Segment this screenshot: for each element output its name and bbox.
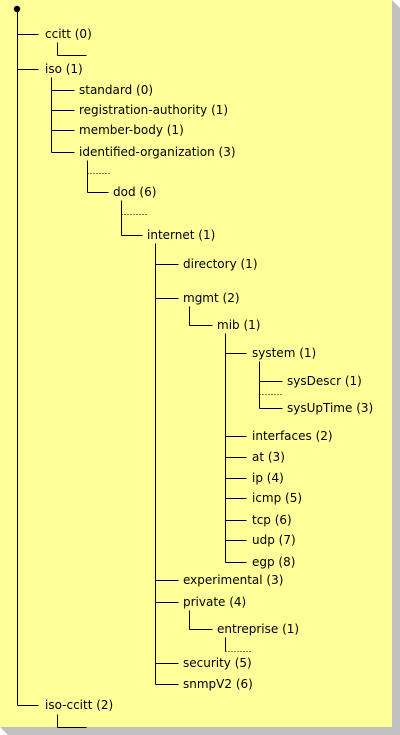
node-iso: iso (1)	[45, 62, 83, 76]
node-system: system (1)	[252, 346, 317, 360]
node-udp: udp (7)	[252, 533, 296, 547]
note-panel	[0, 0, 392, 727]
node-member-body: member-body (1)	[79, 123, 184, 137]
node-internet: internet (1)	[147, 228, 216, 242]
node-standard: standard (0)	[79, 83, 154, 97]
node-entreprise: entreprise (1)	[217, 622, 300, 636]
node-directory: directory (1)	[183, 257, 258, 271]
node-security: security (5)	[183, 656, 252, 670]
root-dot	[13, 5, 21, 13]
node-sysuptime: sysUpTime (3)	[287, 401, 374, 415]
node-tcp: tcp (6)	[252, 513, 292, 527]
node-identified-organization: identified-organization (3)	[79, 145, 236, 159]
node-ccitt: ccitt (0)	[45, 27, 92, 41]
node-experimental: experimental (3)	[183, 573, 284, 587]
node-ip: ip (4)	[252, 471, 284, 485]
node-mgmt: mgmt (2)	[183, 291, 240, 305]
node-snmpv2: snmpV2 (6)	[183, 677, 253, 691]
node-interfaces: interfaces (2)	[252, 429, 333, 443]
node-iso-ccitt: iso-ccitt (2)	[45, 698, 114, 712]
node-sysdescr: sysDescr (1)	[287, 374, 362, 388]
node-registration-authority: registration-authority (1)	[79, 103, 229, 117]
node-dod: dod (6)	[113, 185, 157, 199]
node-icmp: icmp (5)	[252, 491, 303, 505]
node-egp: egp (8)	[252, 555, 296, 569]
node-at: at (3)	[252, 450, 285, 464]
node-mib: mib (1)	[217, 318, 261, 332]
node-private: private (4)	[183, 595, 247, 609]
